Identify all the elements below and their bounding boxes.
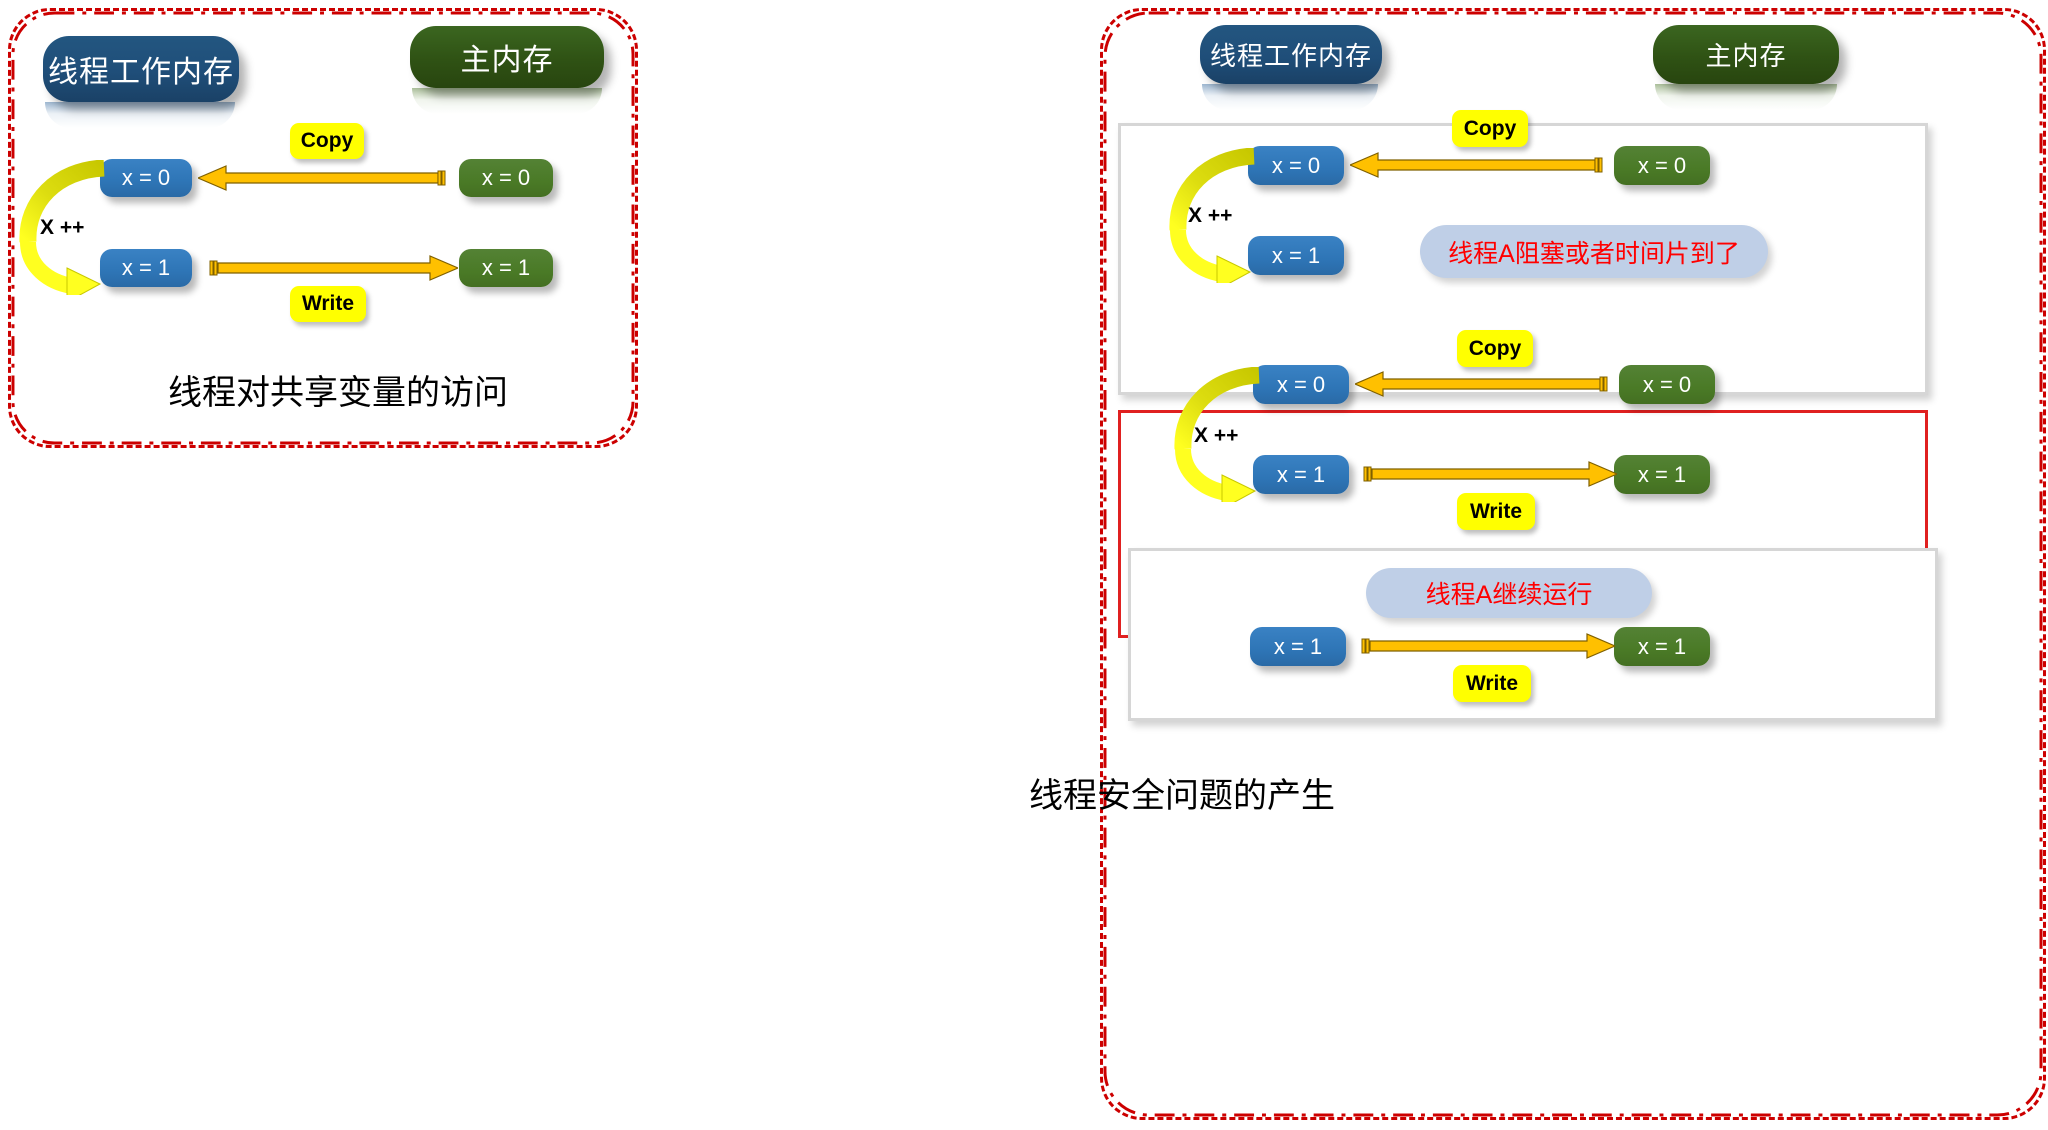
main-value-bottom-text: x = 1 — [481, 255, 531, 280]
increment-label-text: X ++ — [40, 216, 85, 239]
write-label-left: Write — [290, 286, 366, 322]
local-value-top-step1-text: x = 0 — [1271, 152, 1321, 178]
thread-memory-header-label: 线程工作内存 — [48, 56, 234, 89]
callout-step1: 线程A阻塞或者时间片到了 — [1420, 225, 1768, 278]
local-value-top-step2: x = 0 — [1253, 365, 1349, 404]
callout-step3-text: 线程A继续运行 — [1425, 581, 1593, 609]
callout-step3: 线程A继续运行 — [1366, 568, 1652, 618]
local-value-bottom-left: x = 1 — [100, 249, 192, 287]
local-value-top-left: x = 0 — [100, 159, 192, 197]
write-label-step2: Write — [1457, 493, 1535, 530]
write-label-step2-text: Write — [1469, 499, 1523, 523]
local-value-bottom-text: x = 1 — [121, 255, 171, 280]
local-value-bottom-step1: x = 1 — [1248, 236, 1344, 275]
left-panel-caption-text: 线程对共享变量的访问 — [168, 374, 508, 412]
copy-label-text: Copy — [300, 129, 354, 152]
copy-label-left: Copy — [290, 123, 364, 159]
main-value-step3: x = 1 — [1614, 627, 1710, 666]
main-value-top-step1-text: x = 0 — [1637, 152, 1687, 178]
main-value-top-step2: x = 0 — [1619, 365, 1715, 404]
main-memory-header-left: 主内存 — [410, 26, 604, 88]
callout-step1-text: 线程A阻塞或者时间片到了 — [1448, 239, 1740, 268]
local-value-bottom-step2-text: x = 1 — [1276, 461, 1326, 487]
main-value-step3-text: x = 1 — [1637, 633, 1687, 659]
right-panel-caption-text: 线程安全问题的产生 — [1029, 777, 1335, 815]
write-label-step3-text: Write — [1465, 671, 1519, 695]
write-label-step3: Write — [1453, 665, 1531, 702]
increment-label-left: X ++ — [40, 216, 84, 240]
main-memory-header-label-right: 主内存 — [1705, 41, 1787, 71]
right-panel-caption: 线程安全问题的产生 — [1029, 768, 1335, 817]
copy-label-step1: Copy — [1452, 110, 1528, 147]
main-value-top-step1: x = 0 — [1614, 146, 1710, 185]
increment-label-step2: X ++ — [1194, 424, 1238, 448]
thread-memory-header-label-right: 线程工作内存 — [1209, 41, 1372, 71]
local-value-step3: x = 1 — [1250, 627, 1346, 666]
local-value-bottom-step1-text: x = 1 — [1271, 242, 1321, 268]
local-value-top-step1: x = 0 — [1248, 146, 1344, 185]
copy-label-step2: Copy — [1457, 330, 1533, 367]
local-value-step3-text: x = 1 — [1273, 633, 1323, 659]
local-value-bottom-step2: x = 1 — [1253, 455, 1349, 494]
local-value-top-step2-text: x = 0 — [1276, 371, 1326, 397]
write-label-text: Write — [301, 292, 355, 315]
local-value-top-text: x = 0 — [121, 165, 171, 190]
main-value-top-text: x = 0 — [481, 165, 531, 190]
increment-label-step2-text: X ++ — [1194, 424, 1239, 447]
thread-memory-header-right: 线程工作内存 — [1200, 25, 1382, 84]
increment-label-step1: X ++ — [1188, 204, 1232, 228]
left-panel-caption: 线程对共享变量的访问 — [168, 365, 508, 414]
main-value-bottom-left: x = 1 — [459, 249, 553, 287]
main-value-top-step2-text: x = 0 — [1642, 371, 1692, 397]
thread-memory-header-left: 线程工作内存 — [43, 36, 239, 102]
main-memory-header-label: 主内存 — [460, 44, 554, 77]
main-value-bottom-step2-text: x = 1 — [1637, 461, 1687, 487]
main-memory-header-right: 主内存 — [1653, 25, 1839, 84]
copy-label-step1-text: Copy — [1463, 116, 1517, 140]
copy-label-step2-text: Copy — [1468, 336, 1522, 360]
increment-label-step1-text: X ++ — [1188, 204, 1233, 227]
main-value-bottom-step2: x = 1 — [1614, 455, 1710, 494]
main-value-top-left: x = 0 — [459, 159, 553, 197]
